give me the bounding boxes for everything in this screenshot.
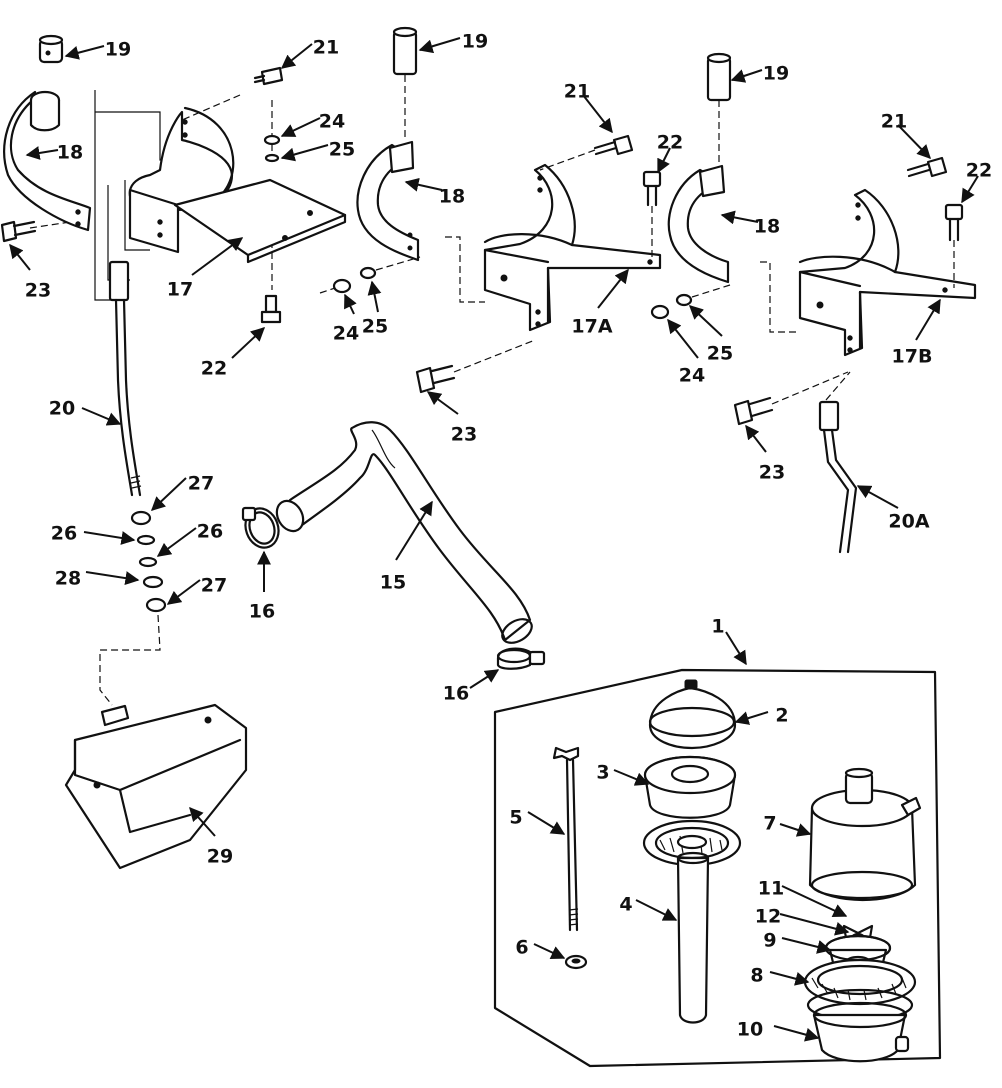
nut-6 xyxy=(564,954,588,970)
callout-c23b: 23 xyxy=(451,424,477,446)
cup-3 xyxy=(643,755,737,819)
callout-c27b: 27 xyxy=(201,575,227,597)
bolt-21-middle xyxy=(539,134,634,171)
callout-c5: 5 xyxy=(509,807,522,829)
pin-19-left xyxy=(38,34,64,64)
callout-c21a: 21 xyxy=(313,37,339,59)
bracket-17 xyxy=(128,106,347,264)
callout-c27a: 27 xyxy=(188,473,214,495)
callout-c9: 9 xyxy=(763,930,776,952)
bracket-17b xyxy=(798,188,977,357)
leader-arrows xyxy=(9,37,979,1042)
bowl-7 xyxy=(808,767,922,902)
tray-29 xyxy=(64,703,248,870)
callout-c18a: 18 xyxy=(57,142,83,164)
callout-c25c: 25 xyxy=(707,343,733,365)
rod-20a xyxy=(818,371,858,554)
callout-c19a: 19 xyxy=(105,39,131,61)
callout-c17a: 17A xyxy=(571,316,612,338)
pin-19-middle xyxy=(392,26,418,140)
callout-c21c: 21 xyxy=(881,111,907,133)
callout-c22a: 22 xyxy=(201,358,227,380)
tube-4 xyxy=(676,851,710,1024)
strap-18-left xyxy=(3,90,92,232)
callout-c18c: 18 xyxy=(754,216,780,238)
bracket-17a xyxy=(483,163,662,332)
callout-c8: 8 xyxy=(750,965,763,987)
hose-15 xyxy=(275,421,533,644)
callout-c28: 28 xyxy=(55,568,81,590)
callout-c3: 3 xyxy=(596,762,609,784)
callout-c19b: 19 xyxy=(462,31,488,53)
callout-c25a: 25 xyxy=(329,139,355,161)
element-ring xyxy=(642,819,742,867)
callout-c16b: 16 xyxy=(443,683,469,705)
callout-c11: 11 xyxy=(758,878,784,900)
alignment-lines-right xyxy=(760,261,800,333)
bolt-22-left xyxy=(260,294,282,324)
strap-18-middle xyxy=(356,140,420,262)
callout-c6: 6 xyxy=(515,937,528,959)
callout-c25b: 25 xyxy=(362,316,388,338)
pin-19-right xyxy=(706,52,732,168)
callout-c26b: 26 xyxy=(197,521,223,543)
callout-c24b: 24 xyxy=(333,323,359,345)
callout-c16a: 16 xyxy=(249,601,275,623)
alignment-lines-middle xyxy=(445,236,485,303)
nut-24-washer-25-left xyxy=(263,134,281,163)
callout-c26a: 26 xyxy=(51,523,77,545)
callout-c12: 12 xyxy=(755,906,781,928)
washers-24-25-middle xyxy=(319,256,421,294)
bolt-23-left xyxy=(0,220,37,243)
callout-c20: 20 xyxy=(49,398,75,420)
bowl-10 xyxy=(806,988,914,1063)
cap-2 xyxy=(648,679,737,750)
bolt-23-middle xyxy=(415,339,536,394)
callout-c24a: 24 xyxy=(319,111,345,133)
nuts-26-27-28 xyxy=(99,510,167,706)
filter-ring-8 xyxy=(803,958,917,1006)
washers-24-25-right xyxy=(650,284,731,320)
bolt-23-right xyxy=(733,371,849,426)
callout-c19c: 19 xyxy=(763,63,789,85)
callout-c17: 17 xyxy=(167,279,193,301)
clamp-16-left xyxy=(241,506,280,549)
callout-c29: 29 xyxy=(207,846,233,868)
callout-c20a: 20A xyxy=(888,511,929,533)
callout-c24c: 24 xyxy=(679,365,705,387)
callout-c23a: 23 xyxy=(25,280,51,302)
bolt-22-middle xyxy=(642,170,662,260)
callout-c23c: 23 xyxy=(759,462,785,484)
bolt-22-right xyxy=(944,203,964,288)
rod-5 xyxy=(552,746,580,932)
callout-c21b: 21 xyxy=(564,81,590,103)
assembly-1-frame xyxy=(493,668,942,1068)
bolt-21-left xyxy=(253,66,284,86)
bolt-21-right xyxy=(906,156,948,178)
callout-c15: 15 xyxy=(380,572,406,594)
callout-c2: 2 xyxy=(775,705,788,727)
callout-c7: 7 xyxy=(763,813,776,835)
callout-c22c: 22 xyxy=(966,160,992,182)
callout-c17b: 17B xyxy=(892,346,933,368)
rod-20 xyxy=(108,260,142,497)
callout-c22b: 22 xyxy=(657,132,683,154)
strap-18-right xyxy=(667,164,730,284)
callout-c18b: 18 xyxy=(439,186,465,208)
callout-c10: 10 xyxy=(737,1019,763,1041)
clamp-16-right xyxy=(496,647,546,670)
callout-c1: 1 xyxy=(711,616,724,638)
callout-c4: 4 xyxy=(619,894,632,916)
